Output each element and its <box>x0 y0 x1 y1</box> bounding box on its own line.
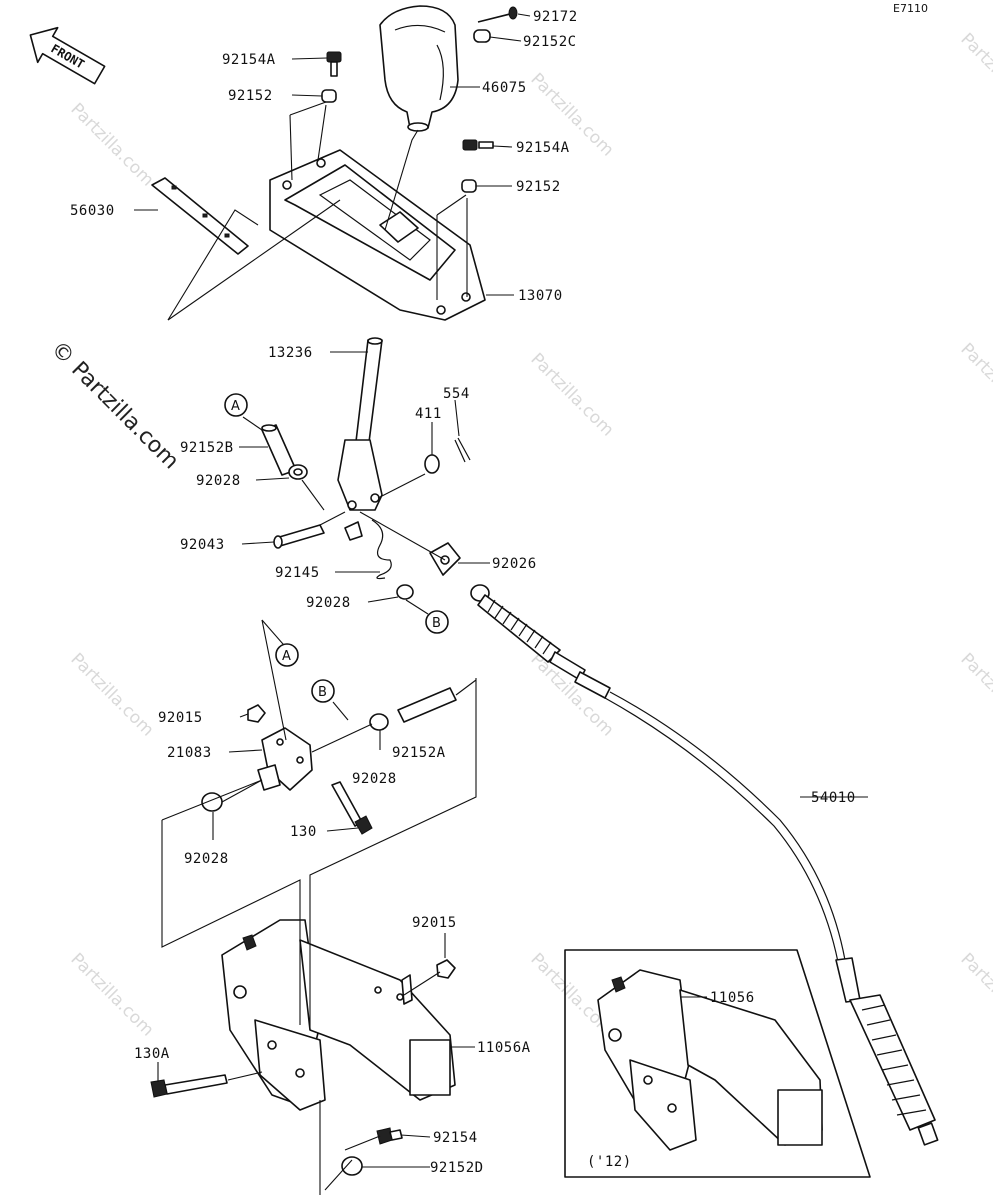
label-92152D: 92152D <box>430 1160 484 1176</box>
screw-92172 <box>477 6 518 23</box>
shift-cable-54010 <box>470 584 939 1146</box>
shift-plate-56030 <box>151 177 249 255</box>
label-56030: 56030 <box>70 203 115 219</box>
callout-b-top: B <box>425 610 449 634</box>
label-92015-b: 92015 <box>412 915 457 931</box>
svg-text:B: B <box>318 685 327 700</box>
bushing-92028-b <box>396 584 414 600</box>
label-92026: 92026 <box>492 556 537 572</box>
watermark: Partzilla.com <box>66 649 157 740</box>
collar-92152A <box>397 687 457 723</box>
watermark: Partzilla.com <box>66 99 157 190</box>
label-92154A-top: 92154A <box>222 52 276 68</box>
bracket-11056A <box>221 919 456 1111</box>
collar-92152B <box>261 424 297 476</box>
label-92028-b: 92028 <box>306 595 351 611</box>
watermark: Partzilla.com <box>956 29 993 120</box>
callout-a-top: A <box>224 393 248 417</box>
watermark: Partzilla.com <box>66 949 157 1040</box>
pin-92043 <box>273 524 325 549</box>
label-92152-top: 92152 <box>228 88 273 104</box>
watermark: Partzilla.com <box>956 339 993 430</box>
console-housing <box>269 149 486 321</box>
label-554: 554 <box>443 386 470 402</box>
watermark: Partzilla.com <box>526 349 617 440</box>
bushing-92028-a <box>288 464 308 480</box>
collar-92152-top <box>321 89 337 103</box>
callout-a-mid: A <box>275 643 299 667</box>
label-92015-a: 92015 <box>158 710 203 726</box>
inset-2012 <box>564 949 871 1178</box>
nut-92015-a <box>247 704 266 723</box>
label-inset-year: ('12) <box>587 1154 632 1170</box>
svg-text:A: A <box>282 649 291 664</box>
leader-lines <box>134 13 868 1195</box>
label-92152C: 92152C <box>523 34 577 50</box>
washer-411 <box>424 454 440 474</box>
cotter-pin-554 <box>454 437 471 463</box>
label-13070: 13070 <box>518 288 563 304</box>
watermark: Partzilla.com <box>956 649 993 740</box>
nut-92015-b <box>436 959 456 979</box>
label-46075: 46075 <box>482 80 527 96</box>
diagram-code: E7110 <box>893 2 928 15</box>
label-130A: 130A <box>134 1046 170 1062</box>
watermark-main: © Partzilla.com <box>46 337 184 475</box>
bolt-92154A-top <box>326 51 342 77</box>
shift-knob <box>379 5 459 132</box>
label-92154: 92154 <box>433 1130 478 1146</box>
label-130: 130 <box>290 824 317 840</box>
front-arrow: FRONT <box>29 26 106 85</box>
label-13236: 13236 <box>268 345 313 361</box>
spring-92145 <box>344 519 392 580</box>
bushing-92028-c <box>369 713 389 731</box>
bracket-21083 <box>257 727 313 791</box>
watermark: Partzilla.com <box>956 949 993 1040</box>
collar-92152C <box>473 29 491 43</box>
label-11056: 11056 <box>710 990 755 1006</box>
collar-92152D <box>341 1156 363 1176</box>
label-92154A-right: 92154A <box>516 140 570 156</box>
label-92145: 92145 <box>275 565 320 581</box>
label-411: 411 <box>415 406 442 422</box>
label-92043: 92043 <box>180 537 225 553</box>
clip-92026 <box>429 542 461 576</box>
part-labels: 92172 92152C 92154A 92152 46075 92154A 9… <box>70 9 856 1176</box>
bolt-130A <box>150 1074 228 1098</box>
label-11056A: 11056A <box>477 1040 531 1056</box>
label-92152-right: 92152 <box>516 179 561 195</box>
label-92172: 92172 <box>533 9 578 25</box>
label-92152B: 92152B <box>180 440 234 456</box>
label-92028-d: 92028 <box>184 851 229 867</box>
bolt-92154 <box>376 1127 403 1145</box>
bolt-130 <box>331 781 373 835</box>
collar-92152-right <box>461 179 477 193</box>
label-92028-c: 92028 <box>352 771 397 787</box>
svg-text:B: B <box>432 616 441 631</box>
label-21083: 21083 <box>167 745 212 761</box>
bushing-92028-d <box>201 792 223 812</box>
svg-text:A: A <box>231 399 240 414</box>
label-92152A: 92152A <box>392 745 446 761</box>
bolt-92154A-right <box>462 139 494 151</box>
shift-lever <box>337 337 383 511</box>
label-92028-a: 92028 <box>196 473 241 489</box>
label-54010: 54010 <box>811 790 856 806</box>
callout-b-mid: B <box>311 679 335 703</box>
